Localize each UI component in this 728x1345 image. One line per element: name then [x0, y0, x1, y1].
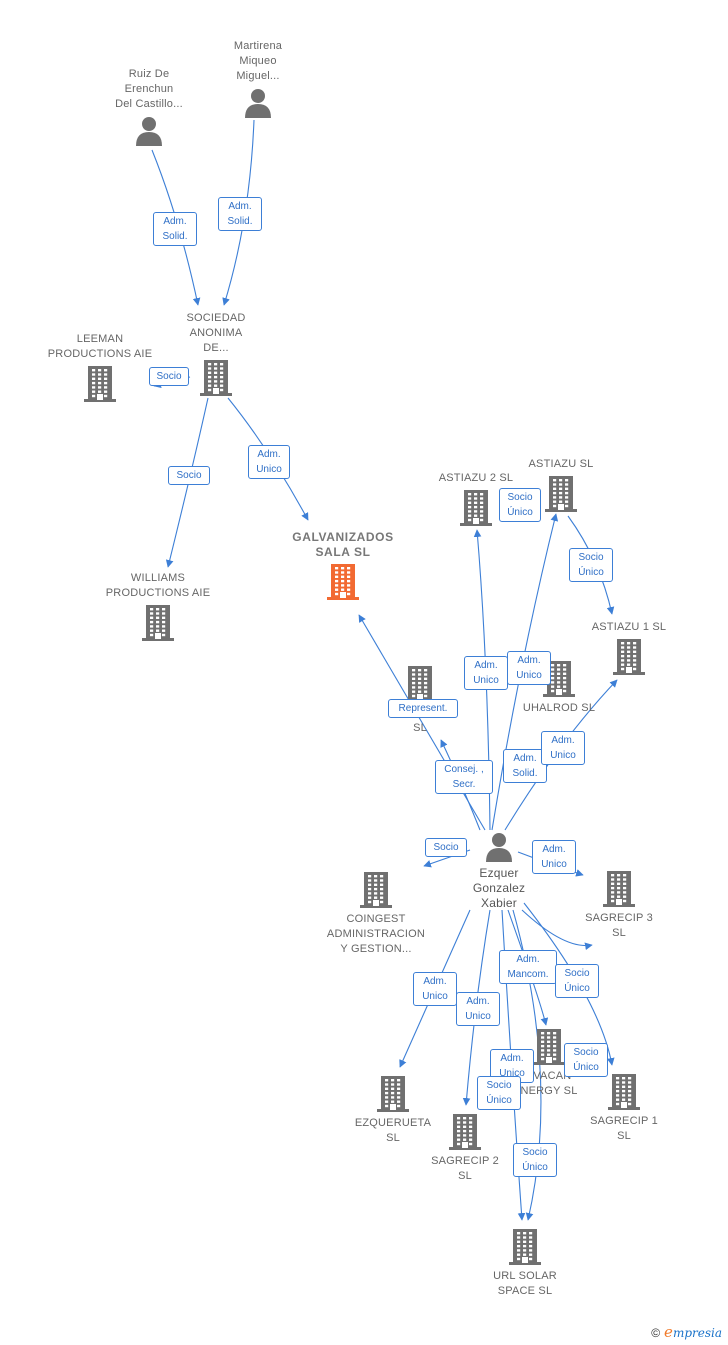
node-label: SOCIEDAD ANONIMA DE...	[186, 312, 246, 354]
building-icon[interactable]	[449, 1114, 481, 1150]
building-icon[interactable]	[603, 871, 635, 907]
relation-label[interactable]: Adm. Solid.	[503, 749, 547, 783]
relation-label[interactable]: Socio Único	[477, 1076, 521, 1110]
relation-label[interactable]: Socio	[168, 466, 210, 485]
relation-label[interactable]: Socio Único	[499, 488, 541, 522]
empresia-credit[interactable]: ©empresia	[651, 1323, 722, 1341]
node-label: UHALROD SL	[522, 702, 596, 714]
edge-17	[521, 909, 593, 951]
building-icon[interactable]	[84, 366, 116, 402]
node-label: SAGRECIP 2 SL	[431, 1155, 499, 1182]
copyright-symbol: ©	[651, 1326, 661, 1340]
person-icon[interactable]	[243, 88, 273, 118]
node-label: SAGRECIP 3 SL	[585, 912, 653, 939]
relation-label[interactable]: Adm. Unico	[464, 656, 508, 690]
node-label: LEEMAN PRODUCTIONS AIE	[47, 333, 153, 360]
node-label: EZQUERUETA SL	[354, 1117, 432, 1144]
relation-label[interactable]: Adm. Unico	[532, 840, 576, 874]
node-label: SAGRECIP 1 SL	[590, 1115, 658, 1142]
building-icon[interactable]	[327, 564, 359, 600]
building-icon[interactable]	[543, 661, 575, 697]
building-icon[interactable]	[613, 639, 645, 675]
relation-label[interactable]: Adm. Unico	[456, 992, 500, 1026]
relation-label[interactable]: Socio	[149, 367, 189, 386]
relation-label[interactable]: Socio	[425, 838, 467, 857]
building-icon[interactable]	[142, 605, 174, 641]
relation-label[interactable]: Socio Único	[555, 964, 599, 998]
relation-label[interactable]: Adm. Unico	[507, 651, 551, 685]
building-icon[interactable]	[608, 1074, 640, 1110]
node-label: ASTIAZU 2 SL	[438, 472, 514, 484]
node-label: Ezquer Gonzalez Xabier	[472, 866, 526, 910]
relation-label[interactable]: Adm. Mancom.	[499, 950, 557, 984]
node-label: ASTIAZU 1 SL	[591, 621, 667, 633]
person-icon[interactable]	[484, 832, 514, 862]
building-icon[interactable]	[404, 666, 436, 702]
node-label: WILLIAMS PRODUCTIONS AIE	[105, 572, 211, 599]
relation-label[interactable]: Adm. Unico	[541, 731, 585, 765]
empresia-logo-text: mpresia	[672, 1326, 722, 1340]
node-label: AVACAN NERGY SL	[520, 1070, 578, 1097]
node-label: Martirena Miqueo Miguel...	[233, 40, 283, 82]
relation-label[interactable]: Socio Único	[569, 548, 613, 582]
relation-label[interactable]: Adm. Unico	[248, 445, 290, 479]
relation-label[interactable]: Adm. Solid.	[218, 197, 262, 231]
empresia-logo-e: e	[664, 1323, 673, 1341]
relation-label[interactable]: Socio Único	[513, 1143, 557, 1177]
node-label: ASTIAZU SL	[528, 458, 594, 470]
relation-label[interactable]: Adm. Solid.	[153, 212, 197, 246]
node-label: Ruiz De Erenchun Del Castillo...	[115, 68, 183, 110]
building-icon[interactable]	[545, 476, 577, 512]
building-icon[interactable]	[200, 360, 232, 396]
node-label: COINGEST ADMINISTRACION Y GESTION...	[326, 913, 426, 955]
node-label: GALVANIZADOS SALA SL	[292, 530, 394, 559]
building-icon[interactable]	[533, 1029, 565, 1065]
relation-label[interactable]: Consej. , Secr.	[435, 760, 493, 794]
node-label: URL SOLAR SPACE SL	[493, 1270, 557, 1297]
relation-label[interactable]: Represent.	[388, 699, 458, 718]
building-icon[interactable]	[377, 1076, 409, 1112]
person-icon[interactable]	[134, 116, 164, 146]
building-icon[interactable]	[509, 1229, 541, 1265]
relation-label[interactable]: Socio Único	[564, 1043, 608, 1077]
building-icon[interactable]	[460, 490, 492, 526]
building-icon[interactable]	[360, 872, 392, 908]
relation-label[interactable]: Adm. Unico	[413, 972, 457, 1006]
